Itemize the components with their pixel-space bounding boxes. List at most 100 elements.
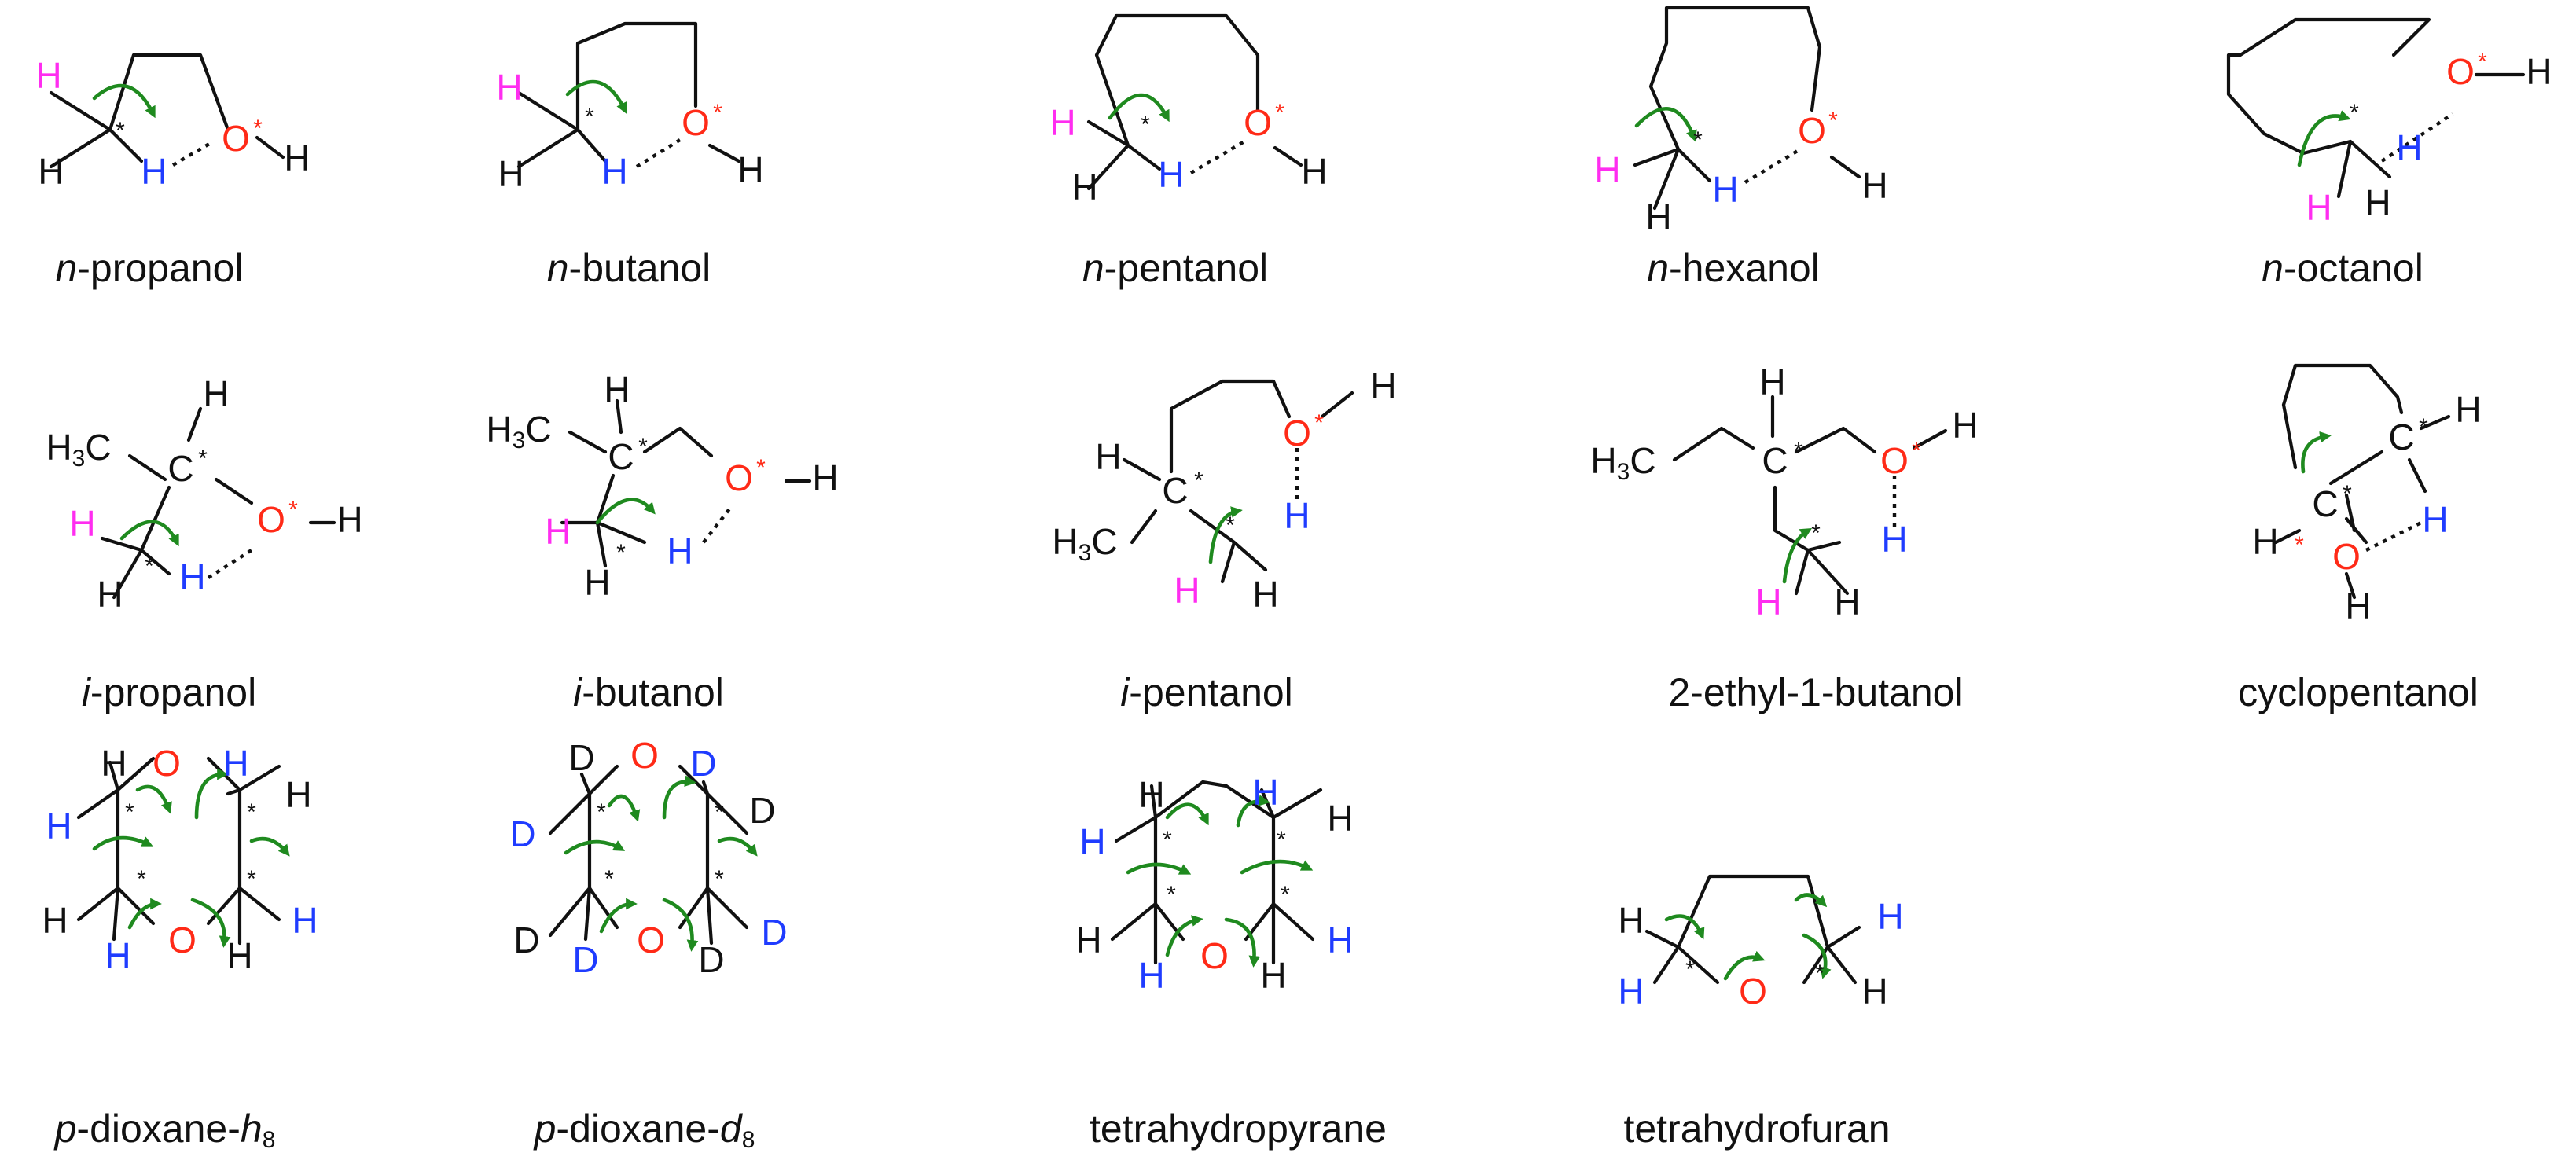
- caption-n-pentanol: n-pentanol: [1082, 246, 1268, 290]
- atom-h-blue: H: [1881, 519, 1907, 560]
- atom-h: H: [1301, 151, 1327, 192]
- atom-h: H: [2455, 389, 2481, 430]
- cyclopentanol-structure: C * H C * H H * O H: [2252, 363, 2482, 626]
- i-propanol-structure: H3C H C * O * H H H H *: [46, 373, 362, 615]
- atom-h: H: [1260, 955, 1286, 996]
- atom-h: H: [1095, 436, 1121, 477]
- star-mark: *: [2478, 49, 2487, 75]
- 2-ethyl-1-butanol-structure: H3C H C * O * H H H H *: [1590, 362, 1978, 622]
- atom-h: H: [1834, 582, 1860, 622]
- label-h3c: H3C: [1052, 521, 1117, 566]
- atom-h: H: [2526, 51, 2552, 92]
- atom-h-magenta: H: [1049, 102, 1075, 143]
- atom-o: O: [222, 118, 250, 159]
- atom-h-blue: H: [179, 556, 205, 597]
- atom-o: O: [1200, 935, 1229, 976]
- label-h3c: H3C: [1590, 440, 1655, 485]
- atom-h-magenta: H: [69, 503, 95, 544]
- star-mark: *: [616, 540, 626, 566]
- atom-h-blue: H: [601, 151, 627, 192]
- atom-h-blue: H: [1079, 821, 1105, 862]
- atom-h-blue: H: [1618, 971, 1644, 1012]
- star-mark: *: [756, 455, 766, 481]
- star-mark: *: [1277, 827, 1286, 853]
- atom-o: O: [1283, 413, 1311, 453]
- atom-o: O: [637, 920, 665, 960]
- star-mark: *: [1685, 957, 1695, 982]
- atom-o: O: [725, 457, 753, 498]
- star-mark: *: [125, 799, 134, 825]
- star-mark: *: [288, 497, 298, 523]
- atom-h: H: [812, 457, 838, 498]
- atom-o: O: [2332, 536, 2361, 577]
- star-mark: *: [604, 866, 614, 892]
- i-pentanol-structure: H C * H3C O * H H H H *: [1052, 365, 1396, 615]
- atom-h: H: [1075, 920, 1101, 960]
- atom-h-blue: H: [1712, 169, 1738, 210]
- star-mark: *: [145, 553, 154, 579]
- tetrahydrofuran-structure: H H * O * H H: [1618, 874, 1904, 1012]
- atom-d-blue: D: [572, 939, 598, 980]
- atom-h-blue: H: [1877, 896, 1903, 937]
- atom-c: C: [2388, 417, 2414, 457]
- atom-h-blue: H: [141, 151, 167, 192]
- atom-o: O: [682, 102, 710, 143]
- atom-h: H: [101, 743, 127, 784]
- atom-h: H: [38, 151, 64, 192]
- atom-o: O: [168, 920, 197, 960]
- atom-h: H: [336, 499, 362, 540]
- atom-h: H: [604, 369, 630, 410]
- atom-h: H: [1327, 798, 1353, 839]
- atom-d: D: [568, 737, 594, 778]
- atom-o: O: [1880, 440, 1909, 481]
- atom-h-blue: H: [1284, 495, 1310, 536]
- caption-i-pentanol: i-pentanol: [1120, 670, 1293, 714]
- atom-c: C: [608, 436, 634, 477]
- star-mark: *: [597, 799, 606, 825]
- atom-h-blue: H: [1327, 920, 1353, 960]
- i-butanol-structure: H3C H C * O * H H H H *: [486, 369, 838, 603]
- atom-h: H: [737, 149, 763, 190]
- atom-h: H: [2365, 182, 2390, 223]
- atom-h-blue: H: [2422, 499, 2448, 540]
- atom-h-blue: H: [1252, 772, 1278, 813]
- atom-h: H: [498, 153, 524, 194]
- atom-h: H: [1252, 574, 1278, 615]
- caption-n-hexanol: n-hexanol: [1647, 246, 1820, 290]
- star-mark: *: [2343, 481, 2352, 507]
- caption-p-dioxane-d8: p-dioxane-d8: [533, 1107, 755, 1153]
- atom-h: H: [1370, 365, 1396, 406]
- star-mark: *: [1194, 468, 1203, 494]
- atom-h: H: [285, 774, 311, 815]
- atom-h-magenta: H: [2306, 187, 2332, 228]
- star-mark: *: [1794, 438, 1803, 464]
- atom-h-blue: H: [2396, 127, 2422, 168]
- atom-h-magenta: H: [35, 55, 61, 96]
- atom-o: O: [1739, 971, 1767, 1012]
- caption-i-butanol: i-butanol: [573, 670, 724, 714]
- atom-h-magenta: H: [496, 67, 522, 108]
- atom-d-blue: D: [761, 912, 787, 953]
- atom-h: H: [1861, 165, 1887, 206]
- atom-d-blue: D: [509, 813, 535, 854]
- atom-h: H: [97, 574, 123, 615]
- star-mark: *: [1811, 520, 1821, 546]
- n-hexanol-structure: H H H O * H *: [1594, 6, 1888, 237]
- star-mark: *: [2295, 532, 2304, 558]
- star-mark: *: [1275, 100, 1284, 126]
- n-octanol-structure: O * H H H H *: [2226, 17, 2552, 228]
- caption-n-butanol: n-butanol: [547, 246, 711, 290]
- star-mark: *: [715, 799, 724, 825]
- atom-h: H: [226, 935, 252, 976]
- star-mark: *: [2350, 100, 2359, 126]
- atom-o: O: [2446, 51, 2475, 92]
- star-mark: *: [1226, 512, 1235, 538]
- atom-c: C: [1162, 470, 1188, 511]
- star-mark: *: [713, 100, 722, 126]
- atom-h-blue: H: [222, 743, 248, 784]
- atom-o: O: [153, 743, 181, 784]
- atom-h-magenta: H: [1755, 582, 1781, 622]
- atom-h: H: [1618, 900, 1644, 941]
- tetrahydropyrane-structure: H H H H * * * * H H O H H: [1075, 772, 1353, 996]
